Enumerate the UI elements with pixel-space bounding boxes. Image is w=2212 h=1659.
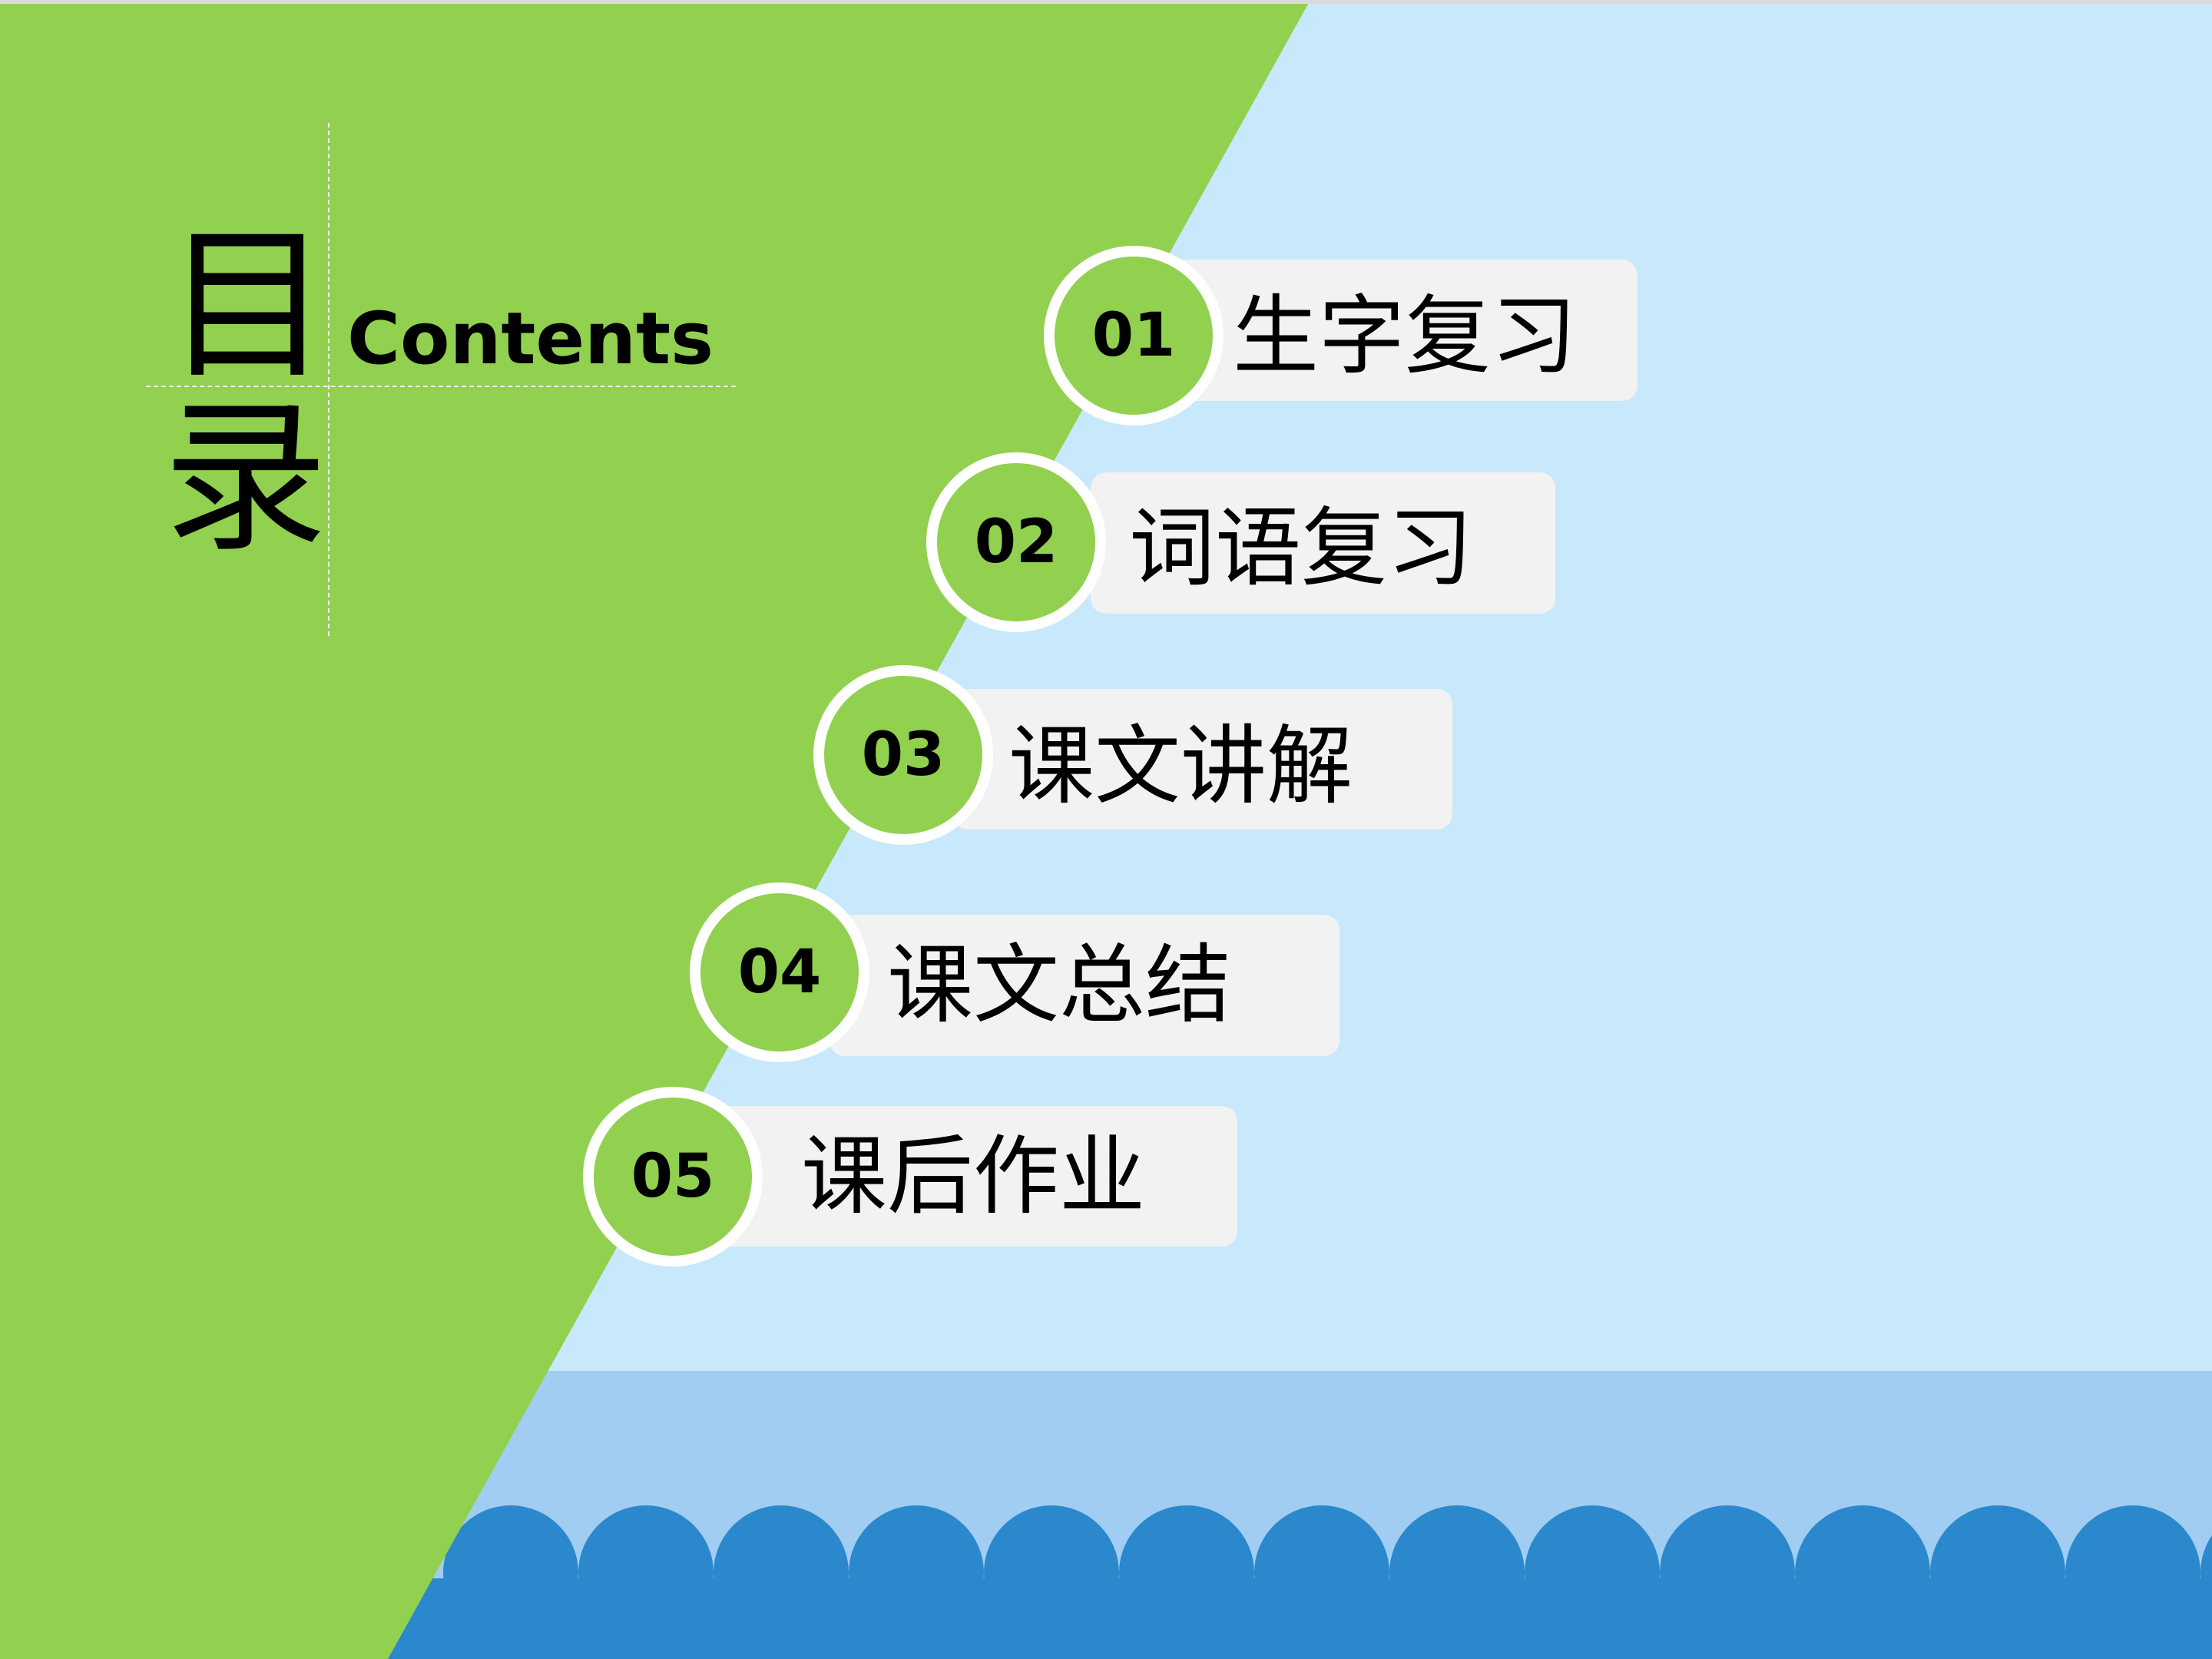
menu-bar [952,689,1452,830]
menu-label: 课文讲解 [1008,717,1353,816]
divider-vertical [328,123,329,636]
menu-label: 生字复习 [1233,286,1577,386]
menu-label: 词语复习 [1129,498,1473,598]
menu-number: 01 [1091,301,1176,370]
subtitle-contents: Contents [347,297,714,381]
menu-number: 05 [631,1142,715,1211]
divider-horizontal [146,386,736,387]
menu-bar [1091,472,1555,614]
menu-number: 03 [861,720,945,790]
menu-label: 课文总结 [887,935,1231,1035]
menu-bar [1171,260,1637,401]
number-badge: 05 [583,1087,763,1267]
menu-number: 02 [974,508,1058,577]
number-badge: 04 [690,882,869,1062]
top-edge-line [0,0,2212,4]
wave-pattern [0,1505,2212,1659]
menu-bar [714,1106,1237,1247]
menu-number: 04 [737,938,822,1007]
title-char-2: 录 [163,382,328,575]
title-char-1: 目 [165,209,330,402]
number-badge: 03 [813,665,993,845]
menu-bar [830,915,1339,1056]
number-badge: 01 [1044,246,1224,426]
green-panel [0,0,1310,1659]
menu-label: 课后作业 [801,1127,1145,1227]
number-badge: 02 [926,452,1106,632]
